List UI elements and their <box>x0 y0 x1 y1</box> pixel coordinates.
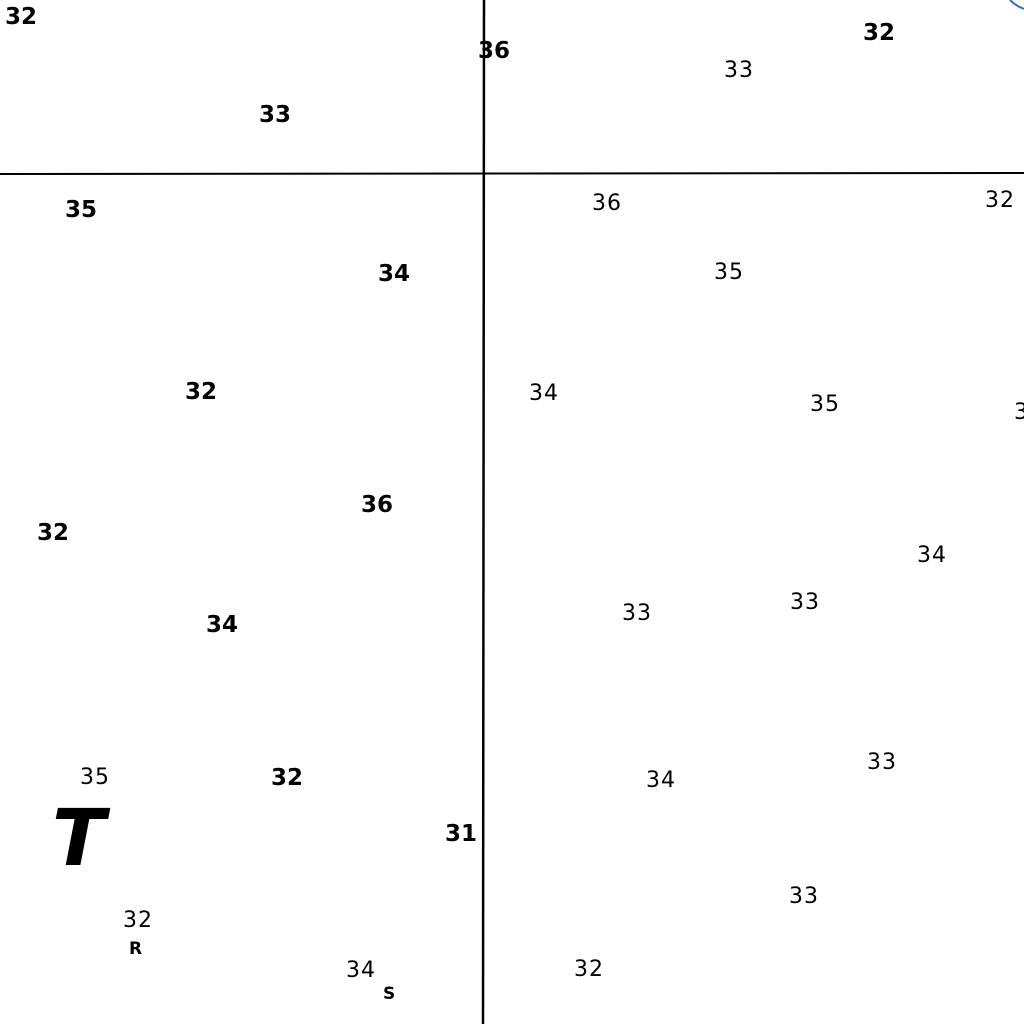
area-letter-label: T <box>52 794 106 884</box>
bottom-quality-label: R <box>129 939 143 959</box>
sounding: 35 <box>80 765 110 790</box>
sounding: 32 <box>985 188 1015 213</box>
vertical-grid-line <box>481 0 486 1024</box>
sounding: 34 <box>646 768 676 793</box>
sounding: 31 <box>445 821 478 847</box>
sounding: 34 <box>206 612 239 638</box>
sounding: 33 <box>259 102 292 128</box>
sounding: 34 <box>529 381 559 406</box>
sounding: 32 <box>5 4 38 30</box>
sounding: 36 <box>592 191 622 216</box>
sounding: 33 <box>622 601 652 626</box>
edge-arc <box>1009 0 1024 10</box>
sounding: 32 <box>123 908 153 933</box>
sounding: 32 <box>185 379 218 405</box>
sounding: 36 <box>361 492 394 518</box>
sounding: 32 <box>863 20 896 46</box>
sounding: 34 <box>378 261 411 287</box>
sounding: 32 <box>37 520 70 546</box>
sounding: 33 <box>867 750 897 775</box>
sounding: 32 <box>271 765 304 791</box>
sounding: 3 <box>1014 400 1024 425</box>
sounding: 33 <box>724 58 754 83</box>
sounding: 35 <box>714 260 744 285</box>
sounding: 34 <box>917 543 947 568</box>
sounding: 35 <box>65 197 98 223</box>
sounding: 35 <box>810 392 840 417</box>
sounding: 33 <box>789 884 819 909</box>
horizontal-grid-line <box>0 172 1024 175</box>
sounding: 34 <box>346 958 376 983</box>
sounding: 33 <box>790 590 820 615</box>
sounding: 32 <box>574 957 604 982</box>
sounding: 36 <box>478 38 511 64</box>
bottom-quality-label: S <box>383 984 396 1004</box>
